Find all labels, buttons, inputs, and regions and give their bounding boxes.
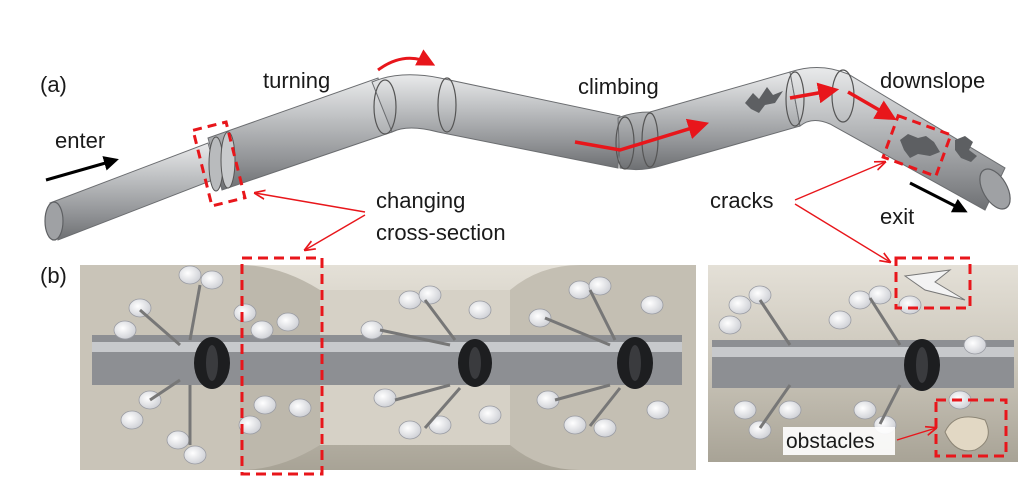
panel-a: (a) (40, 49, 1011, 262)
panel-a-tag: (a) (40, 72, 67, 97)
turning-rotation-arrow (377, 49, 436, 72)
tube-scene-right: obstacles (708, 256, 1018, 462)
robot-path-arrows (574, 82, 897, 152)
crack-box (894, 256, 972, 310)
label-downslope: downslope (880, 68, 985, 93)
robot-arms (139, 284, 622, 445)
obstacles-arrow (896, 428, 936, 441)
robot-head (904, 339, 940, 391)
tube-scene-left (80, 256, 696, 476)
label-climbing: climbing (578, 74, 659, 99)
panel-b-tag: (b) (40, 263, 67, 288)
enter-arrow (45, 156, 119, 182)
annotation-arrows (255, 162, 890, 262)
robot-head (458, 339, 492, 387)
obstacle-shape (944, 416, 989, 452)
cracks-box (881, 113, 953, 179)
label-turning: turning (263, 68, 330, 93)
robot-arms (758, 297, 902, 429)
label-enter: enter (55, 128, 105, 153)
cross-section-step-box (240, 256, 324, 476)
exit-arrow (909, 181, 968, 213)
robot-head (194, 337, 230, 389)
robot-head (617, 337, 653, 389)
crack-shape (955, 136, 977, 162)
changing-section-box (191, 120, 247, 208)
crack-shard (903, 269, 966, 301)
panel-b: (b) (40, 256, 1018, 476)
label-changing-line1: changing (376, 188, 465, 213)
robot-wheels (113, 265, 670, 465)
label-cracks: cracks (710, 188, 774, 213)
label-obstacles: obstacles (786, 430, 875, 453)
crack-shape (900, 134, 940, 158)
pipe-body (44, 67, 1011, 241)
label-changing-line2: cross-section (376, 220, 506, 245)
label-exit: exit (880, 204, 914, 229)
crack-shape (745, 87, 783, 113)
